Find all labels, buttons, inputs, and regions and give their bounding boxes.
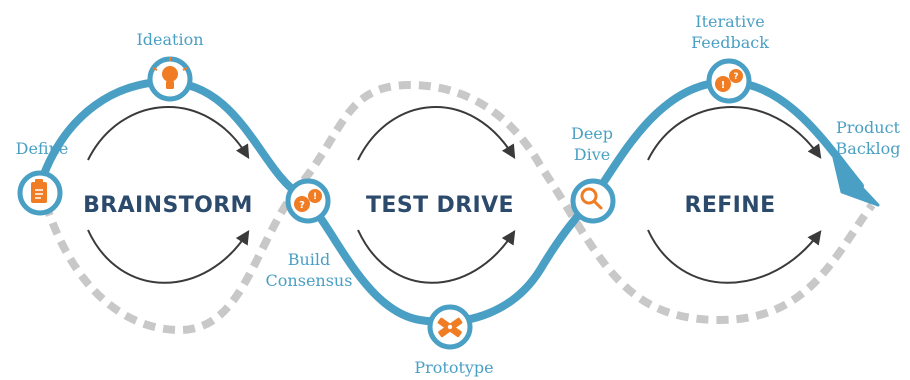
svg-text:?: ? (733, 72, 738, 82)
svg-text:!: ! (721, 80, 726, 91)
clipboard-icon (31, 179, 47, 203)
svg-text:!: ! (313, 192, 317, 202)
product-backlog-label-line-2: Backlog (836, 139, 901, 158)
iterative-feedback-node: ! ? (706, 58, 752, 104)
deep-dive-label-line-1: Deep (571, 124, 613, 143)
ideation-label: Ideation (136, 30, 203, 49)
pencil-ruler-icon (437, 317, 463, 338)
brainstorm-bottom-arrow (87, 229, 250, 284)
phase-refine-label: REFINE (684, 193, 775, 218)
phase-brainstorm-label: BRAINSTORM (83, 193, 253, 218)
brainstorm-top-arrow (87, 106, 250, 161)
backlog-arrowhead (832, 156, 880, 207)
deep-dive-node (570, 178, 616, 224)
define-node (17, 170, 63, 216)
build-consensus-node: ? ! (285, 178, 331, 224)
svg-text:?: ? (299, 200, 305, 211)
dotted-wave-path (36, 80, 876, 335)
testdrive-top-arrow (357, 106, 516, 161)
testdrive-bottom-arrow (357, 229, 516, 284)
lightbulb-icon (152, 57, 188, 89)
iterative-feedback-label-line-2: Feedback (691, 33, 769, 52)
magnifier-icon (580, 187, 603, 210)
deep-dive-label-line-2: Dive (574, 145, 610, 164)
product-backlog-label-line-1: Product (836, 118, 901, 137)
question-exclamation-icon: ? ! (294, 189, 322, 212)
build-consensus-label-line-1: Build (288, 250, 331, 269)
phase-test-drive-label: TEST DRIVE (366, 193, 514, 218)
prototype-label: Prototype (414, 358, 493, 377)
refine-bottom-arrow (647, 229, 822, 284)
ideation-node (147, 56, 193, 102)
refine-top-arrow (647, 106, 822, 161)
exclamation-question-icon: ! ? (715, 69, 743, 92)
iterative-feedback-label-line-1: Iterative (695, 12, 764, 31)
prototype-node (427, 304, 473, 350)
define-label: Define (16, 139, 69, 158)
build-consensus-label-line-2: Consensus (266, 271, 353, 290)
